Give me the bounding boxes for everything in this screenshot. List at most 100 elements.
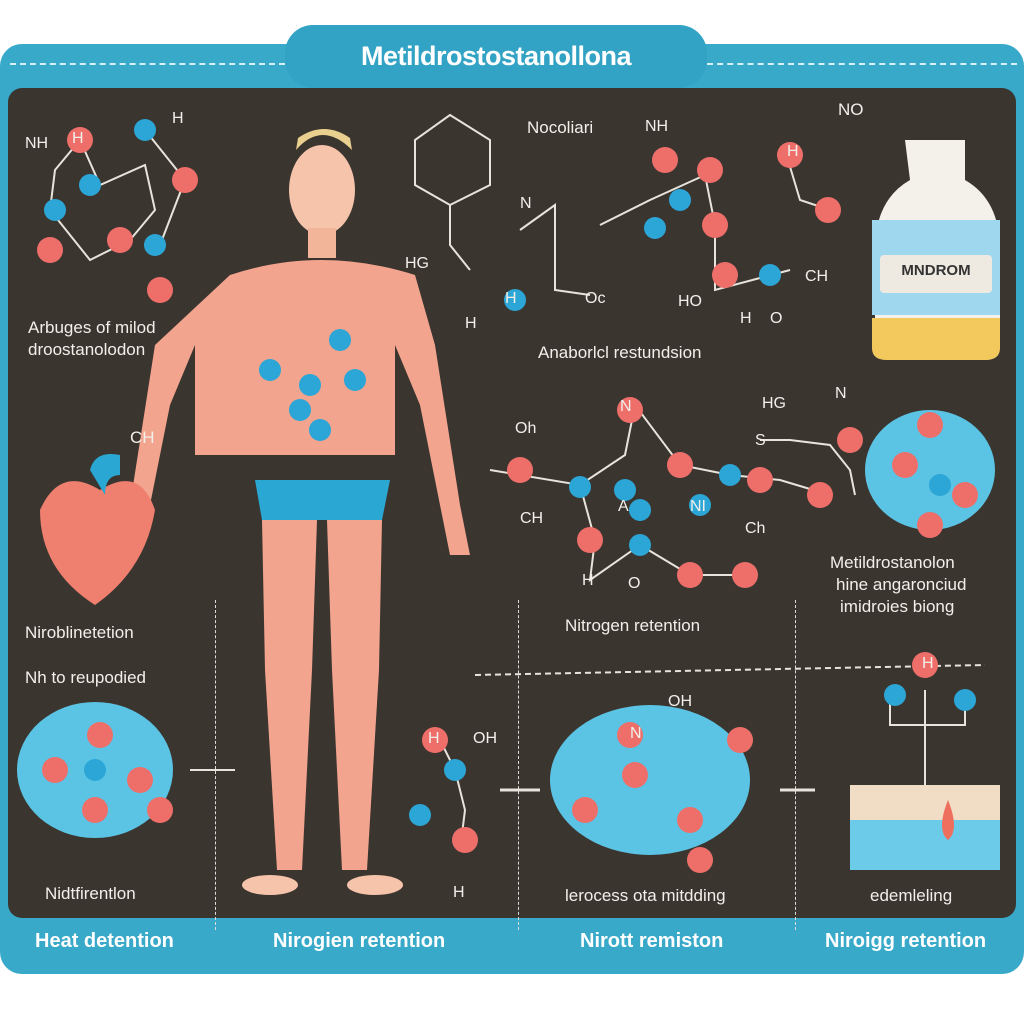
atom <box>815 197 841 223</box>
atom <box>629 534 651 556</box>
chem-label: N <box>520 195 532 212</box>
chem-label: HG <box>762 395 786 412</box>
atom <box>504 289 526 311</box>
label-right-1: Metildrostanolon <box>830 553 955 572</box>
label-edem: edemleling <box>870 886 953 905</box>
atom <box>629 499 651 521</box>
chem-label: HO <box>678 293 702 310</box>
bottom-label-4: Niroigg retention <box>825 930 987 952</box>
chem-label: H <box>172 110 184 127</box>
label-right-3: imidroies biong <box>840 597 955 616</box>
atom <box>87 722 113 748</box>
atom <box>689 494 711 516</box>
atom <box>409 804 431 826</box>
chem-label: H <box>465 315 477 332</box>
benzene-ring <box>414 113 491 207</box>
chem-label: Oh <box>515 420 537 437</box>
atom <box>669 189 691 211</box>
chem-label: O <box>770 310 783 327</box>
dashed-line <box>474 664 986 676</box>
cloud-blob <box>550 705 750 855</box>
label-nidt: Nidtfirentlon <box>45 884 136 903</box>
bond <box>519 203 591 296</box>
atom <box>644 217 666 239</box>
atom <box>299 374 321 396</box>
bond <box>449 205 471 271</box>
atom <box>172 167 198 193</box>
atom <box>44 199 66 221</box>
bottom-label-2: Nirogien retention <box>273 930 446 952</box>
water-layer <box>850 820 1000 870</box>
atom <box>929 474 951 496</box>
atom <box>837 427 863 453</box>
atom <box>622 762 648 788</box>
atom <box>917 412 943 438</box>
atom <box>79 174 101 196</box>
label-top-left-2: droostanolodon <box>28 340 146 359</box>
atom <box>732 562 758 588</box>
atom <box>892 452 918 478</box>
drop-icon <box>942 800 954 840</box>
chem-label: H <box>740 310 752 327</box>
atom <box>444 759 466 781</box>
atom <box>677 562 703 588</box>
atom <box>37 237 63 263</box>
atom <box>289 399 311 421</box>
divider <box>795 600 796 930</box>
chem-label: NH <box>645 118 669 135</box>
chem-label: NH <box>25 135 49 152</box>
atom <box>917 512 943 538</box>
chem-label: H <box>922 655 934 672</box>
bottle-illustration <box>872 140 1000 360</box>
chem-label: H <box>428 730 440 747</box>
chem-label: A <box>618 498 629 515</box>
label-nocoliari: Nocoliari <box>527 118 594 137</box>
atom <box>67 127 93 153</box>
divider <box>518 600 519 930</box>
atom <box>702 212 728 238</box>
atom <box>309 419 331 441</box>
atom <box>677 807 703 833</box>
atom <box>884 684 906 706</box>
chem-label: H <box>505 290 517 307</box>
atom <box>507 457 533 483</box>
chem-label: NI <box>690 498 706 515</box>
label-niroblin: Niroblinetetion <box>25 623 134 642</box>
bond <box>760 439 856 496</box>
atom <box>954 689 976 711</box>
chem-label: CH <box>520 510 544 527</box>
bottom-label-1: Heat detention <box>35 930 174 952</box>
label-nh-to: Nh to reupodied <box>25 668 146 687</box>
diagram-panel <box>8 88 1016 918</box>
label-anabolic: Anaborlcl restundsion <box>538 343 702 362</box>
chem-label: Oc <box>585 290 606 307</box>
atom <box>912 652 938 678</box>
heart-vessel <box>90 454 120 495</box>
atom <box>127 767 153 793</box>
atom <box>747 467 773 493</box>
chem-label: Ch <box>745 520 766 537</box>
atom <box>107 227 133 253</box>
atom <box>259 359 281 381</box>
chem-label: H <box>453 884 465 901</box>
heart-illustration <box>40 481 155 605</box>
skin-layer <box>850 785 1000 820</box>
atom <box>617 397 643 423</box>
label-nitrogen-retention: Nitrogen retention <box>565 616 701 635</box>
bond <box>489 402 831 496</box>
atom <box>712 262 738 288</box>
chem-label: H <box>787 143 799 160</box>
atom <box>344 369 366 391</box>
atom <box>147 797 173 823</box>
bond <box>579 484 745 583</box>
atom <box>422 727 448 753</box>
atom <box>667 452 693 478</box>
atom <box>42 757 68 783</box>
title: Metildrostostanollona <box>285 25 707 88</box>
human-body-illustration <box>120 129 470 895</box>
label-top-left-1: Arbuges of milod <box>28 318 156 337</box>
chem-label: N <box>835 385 847 402</box>
divider <box>10 63 285 65</box>
atom <box>144 234 166 256</box>
